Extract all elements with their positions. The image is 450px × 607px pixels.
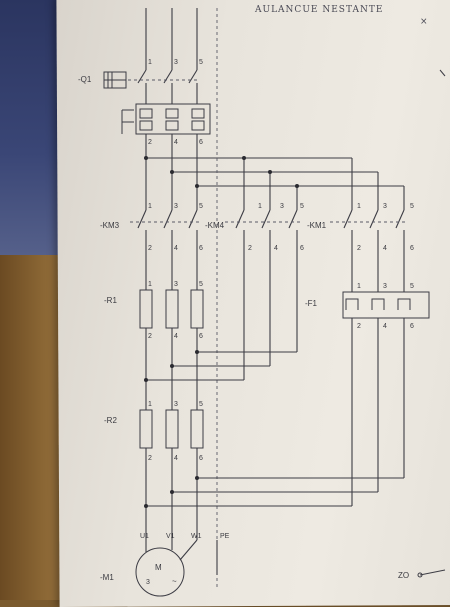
svg-text:1: 1 <box>357 203 361 210</box>
svg-text:6: 6 <box>300 245 304 252</box>
q1-switch-contacts <box>128 69 200 84</box>
bus-lines <box>145 134 405 210</box>
svg-text:4: 4 <box>174 455 178 462</box>
km4-label: -KM4 <box>205 221 225 230</box>
contactor-bottom-terminals: 2 4 6 2 4 6 2 4 6 <box>148 245 414 252</box>
svg-text:3: 3 <box>146 579 150 586</box>
svg-text:5: 5 <box>199 281 203 288</box>
q1-terminal-5: 5 <box>199 59 203 66</box>
zo-terminal <box>417 572 423 578</box>
svg-text:5: 5 <box>300 203 304 210</box>
motor-terminal-pe: PE <box>220 533 230 540</box>
motor-terminal-u1: U1 <box>140 533 149 540</box>
motor-terminal-w1: W1 <box>191 533 202 540</box>
svg-text:1: 1 <box>148 401 152 408</box>
svg-text:2: 2 <box>357 323 361 330</box>
r2-label: -R2 <box>104 416 117 425</box>
svg-text:3: 3 <box>280 203 284 210</box>
svg-text:1: 1 <box>148 203 152 210</box>
svg-text:2: 2 <box>148 245 152 252</box>
handwritten-mark: × <box>420 17 429 27</box>
svg-text:3: 3 <box>174 401 178 408</box>
svg-text:5: 5 <box>410 203 414 210</box>
svg-text:5: 5 <box>199 401 203 408</box>
svg-text:4: 4 <box>383 245 387 252</box>
svg-text:2: 2 <box>248 245 252 252</box>
main-supply-lines <box>145 8 198 70</box>
svg-text:1: 1 <box>258 203 262 210</box>
svg-text:6: 6 <box>199 333 203 340</box>
svg-text:4: 4 <box>174 245 178 252</box>
f1-label: -F1 <box>305 299 318 308</box>
svg-text:5: 5 <box>410 283 414 290</box>
contactor-outputs <box>145 230 405 380</box>
q1-terminal-2: 2 <box>148 139 152 146</box>
km1-label: -KM1 <box>307 221 327 230</box>
svg-text:6: 6 <box>199 245 203 252</box>
svg-text:6: 6 <box>410 245 414 252</box>
svg-text:6: 6 <box>410 323 414 330</box>
contactor-top-terminals: 1 3 5 1 3 5 1 3 5 <box>148 203 414 210</box>
bus-junction-dots <box>144 156 299 188</box>
svg-text:2: 2 <box>357 245 361 252</box>
svg-text:2: 2 <box>148 333 152 340</box>
km3-label: -KM3 <box>100 221 120 230</box>
svg-text:4: 4 <box>274 245 278 252</box>
r1-label: -R1 <box>104 296 117 305</box>
svg-text:M: M <box>155 563 162 572</box>
svg-text:6: 6 <box>199 455 203 462</box>
background-fabric <box>0 0 60 255</box>
q1-operator-symbol <box>103 71 127 89</box>
svg-text:3: 3 <box>174 203 178 210</box>
zo-label: ZO <box>398 571 409 580</box>
q1-terminal-6: 6 <box>199 139 203 146</box>
f1-thermal-relay: 1 3 5 2 4 6 <box>342 283 430 330</box>
svg-text:2: 2 <box>148 455 152 462</box>
svg-text:4: 4 <box>383 323 387 330</box>
svg-text:4: 4 <box>174 333 178 340</box>
handwritten-title: AULANCUE NESTANTE <box>254 5 383 15</box>
q1-protection-block <box>121 83 211 135</box>
q1-terminal-4: 4 <box>174 139 178 146</box>
motor-feed-lines <box>144 318 405 575</box>
svg-text:3: 3 <box>383 283 387 290</box>
edge-mark <box>439 69 446 77</box>
q1-terminal-3: 3 <box>174 59 178 66</box>
svg-text:3: 3 <box>383 203 387 210</box>
m1-label: -M1 <box>100 573 114 582</box>
q1-label: -Q1 <box>78 75 92 84</box>
r1-outputs <box>144 328 297 410</box>
contactor-contacts <box>130 209 407 229</box>
svg-text:3: 3 <box>174 281 178 288</box>
q1-terminal-1: 1 <box>148 59 152 66</box>
svg-text:1: 1 <box>148 281 152 288</box>
svg-text:1: 1 <box>357 283 361 290</box>
svg-text:5: 5 <box>199 203 203 210</box>
motor-terminal-v1: V1 <box>166 533 175 540</box>
motor-symbol: M 3 ~ <box>135 539 198 597</box>
zo-line <box>419 569 446 576</box>
svg-text:~: ~ <box>172 577 177 586</box>
